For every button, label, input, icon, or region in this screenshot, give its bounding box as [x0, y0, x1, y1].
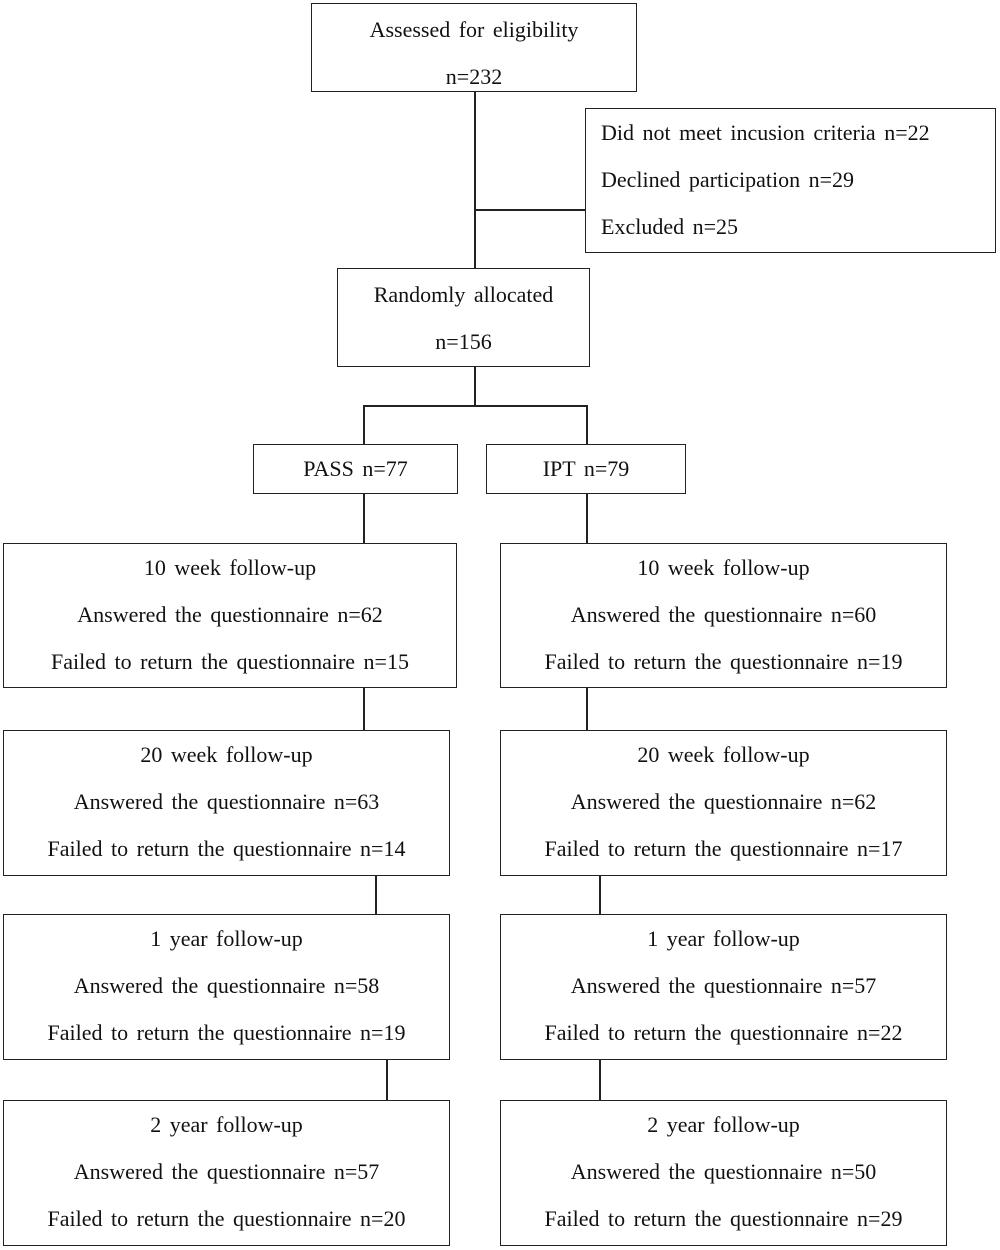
followup-answered: Answered the questionnaire n=62: [570, 789, 877, 814]
followup-answered: Answered the questionnaire n=50: [570, 1159, 877, 1184]
followup-answered: Answered the questionnaire n=60: [570, 602, 877, 627]
followup-answered: Answered the questionnaire n=63: [73, 789, 380, 814]
pass-followup-20wk-box: 20 week follow-up Answered the questionn…: [3, 730, 450, 876]
ipt-followup-10wk-box: 10 week follow-up Answered the questionn…: [500, 543, 947, 688]
eligibility-box: Assessed for eligibility n=232: [311, 3, 637, 92]
arm-pass-box: PASS n=77: [253, 444, 458, 494]
connector-ipt-10wk-to-20wk: [586, 687, 588, 731]
followup-failed: Failed to return the questionnaire n=29: [544, 1206, 903, 1231]
followup-failed: Failed to return the questionnaire n=22: [544, 1020, 903, 1045]
exclusions-box: Did not meet incusion criteria n=22 Decl…: [585, 108, 996, 253]
followup-answered: Answered the questionnaire n=57: [73, 1159, 380, 1184]
connector-pass-10wk-to-20wk: [363, 687, 365, 731]
ipt-followup-2yr-box: 2 year follow-up Answered the questionna…: [500, 1100, 947, 1246]
followup-failed: Failed to return the questionnaire n=19: [544, 649, 903, 674]
allocation-count: n=156: [435, 329, 492, 354]
allocation-box: Randomly allocated n=156: [337, 268, 590, 367]
followup-title: 10 week follow-up: [637, 555, 810, 580]
exclusion-item: Declined participation n=29: [601, 167, 854, 192]
followup-failed: Failed to return the questionnaire n=20: [47, 1206, 406, 1231]
arm-ipt-label: IPT n=79: [542, 456, 630, 481]
ipt-followup-20wk-box: 20 week follow-up Answered the questionn…: [500, 730, 947, 876]
ipt-followup-1yr-box: 1 year follow-up Answered the questionna…: [500, 914, 947, 1060]
arm-ipt-box: IPT n=79: [486, 444, 686, 494]
followup-title: 1 year follow-up: [647, 926, 800, 951]
pass-followup-10wk-box: 10 week follow-up Answered the questionn…: [3, 543, 457, 688]
connector-pass-1yr-to-2yr: [386, 1060, 388, 1101]
followup-title: 2 year follow-up: [647, 1112, 800, 1137]
connector-split-to-ipt: [586, 405, 588, 445]
followup-title: 1 year follow-up: [150, 926, 303, 951]
followup-answered: Answered the questionnaire n=57: [570, 973, 877, 998]
connector-split-to-pass: [363, 405, 365, 445]
connector-pass-20wk-to-1yr: [375, 875, 377, 915]
pass-followup-2yr-box: 2 year follow-up Answered the questionna…: [3, 1100, 450, 1246]
followup-title: 2 year follow-up: [150, 1112, 303, 1137]
connector-allocation-split: [363, 405, 587, 407]
followup-failed: Failed to return the questionnaire n=19: [47, 1020, 406, 1045]
connector-allocation-down: [474, 366, 476, 406]
connector-ipt-20wk-to-1yr: [599, 875, 601, 915]
arm-pass-label: PASS n=77: [303, 456, 408, 481]
connector-ipt-1yr-to-2yr: [599, 1060, 601, 1101]
pass-followup-1yr-box: 1 year follow-up Answered the questionna…: [3, 914, 450, 1060]
allocation-title: Randomly allocated: [373, 282, 554, 307]
connector-to-exclusions: [474, 209, 586, 211]
followup-title: 20 week follow-up: [140, 742, 313, 767]
eligibility-title: Assessed for eligibility: [369, 17, 579, 42]
followup-title: 10 week follow-up: [143, 555, 317, 580]
exclusion-item: Excluded n=25: [601, 214, 738, 239]
connector-eligibility-to-allocation: [474, 91, 476, 269]
followup-failed: Failed to return the questionnaire n=14: [47, 836, 406, 861]
followup-answered: Answered the questionnaire n=58: [73, 973, 380, 998]
exclusion-item: Did not meet incusion criteria n=22: [601, 120, 930, 145]
connector-pass-to-10wk: [363, 493, 365, 544]
followup-answered: Answered the questionnaire n=62: [77, 602, 383, 627]
followup-title: 20 week follow-up: [637, 742, 810, 767]
followup-failed: Failed to return the questionnaire n=15: [51, 649, 409, 674]
eligibility-count: n=232: [445, 64, 503, 89]
connector-ipt-to-10wk: [586, 493, 588, 544]
followup-failed: Failed to return the questionnaire n=17: [544, 836, 903, 861]
